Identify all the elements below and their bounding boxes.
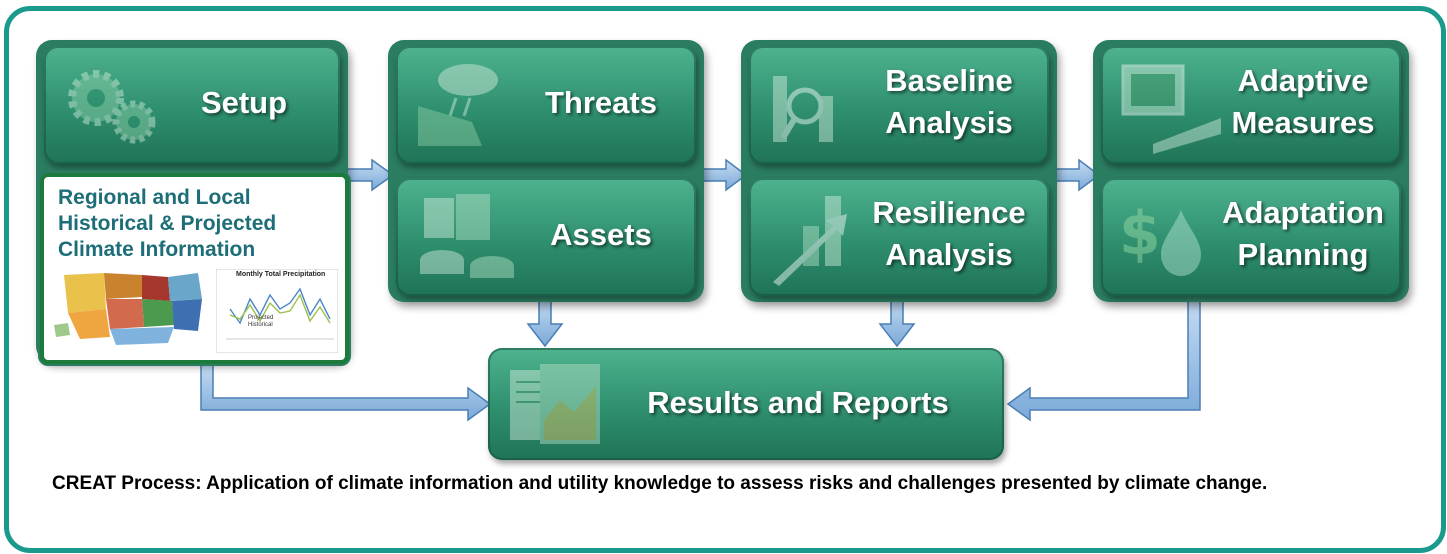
- dollar-drop-icon: $: [1119, 199, 1201, 276]
- monitor-icon: [1121, 64, 1221, 154]
- report-pages-icon: [510, 364, 600, 444]
- adaptation-planning-tile: $ Adaptation Planning: [1101, 178, 1401, 296]
- arrow-climate-to-results: [200, 361, 492, 422]
- assets-tile: Assets: [396, 178, 696, 296]
- diagram-caption: CREAT Process: Application of climate in…: [52, 473, 1268, 494]
- arrow-setup-to-threats: [345, 158, 395, 192]
- arrow-assets-to-results: [526, 297, 564, 348]
- climate-info-panel: Regional and Local Historical & Projecte…: [40, 173, 349, 364]
- arrow-baseline-to-adaptive: [1052, 158, 1101, 192]
- baseline-analysis-tile: Baseline Analysis: [749, 46, 1049, 164]
- arrow-threats-to-baseline: [699, 158, 748, 192]
- results-reports-label: Results and Reports: [647, 385, 949, 420]
- rising-arrow-chart-icon: [773, 196, 847, 286]
- setup-tile: Setup: [44, 46, 340, 164]
- climate-info-title: Regional and Local Historical & Projecte…: [58, 186, 277, 261]
- us-regions-map: [54, 273, 202, 345]
- setup-label: Setup: [200, 85, 288, 120]
- legend-projected: Projected: [248, 315, 274, 321]
- storm-cloud-icon: [418, 64, 498, 146]
- threats-tile: Threats: [396, 46, 696, 164]
- baseline-analysis-label: Baseline Analysis: [885, 63, 1013, 140]
- arrow-resilience-to-results: [878, 297, 916, 348]
- arrow-adaptation-to-results: [1006, 295, 1201, 422]
- results-reports-tile: Results and Reports: [488, 348, 1004, 460]
- svg-text:$: $: [1119, 199, 1161, 269]
- adaptation-planning-label: Adaptation Planning: [1222, 195, 1384, 272]
- storage-tanks-icon: [420, 194, 514, 278]
- magnifier-chart-icon: [773, 76, 833, 142]
- threats-label: Threats: [545, 85, 657, 120]
- legend-historical: Historical: [248, 322, 273, 328]
- adaptive-measures-label: Adaptive Measures: [1231, 63, 1375, 140]
- gears-icon: [68, 70, 156, 144]
- adaptive-measures-tile: Adaptive Measures: [1101, 46, 1401, 164]
- resilience-analysis-label: Resilience Analysis: [872, 195, 1026, 272]
- mini-chart-title: Monthly Total Precipitation: [236, 271, 326, 278]
- assets-label: Assets: [550, 217, 652, 252]
- monthly-precipitation-chart: [216, 269, 338, 353]
- resilience-analysis-tile: Resilience Analysis: [749, 178, 1049, 296]
